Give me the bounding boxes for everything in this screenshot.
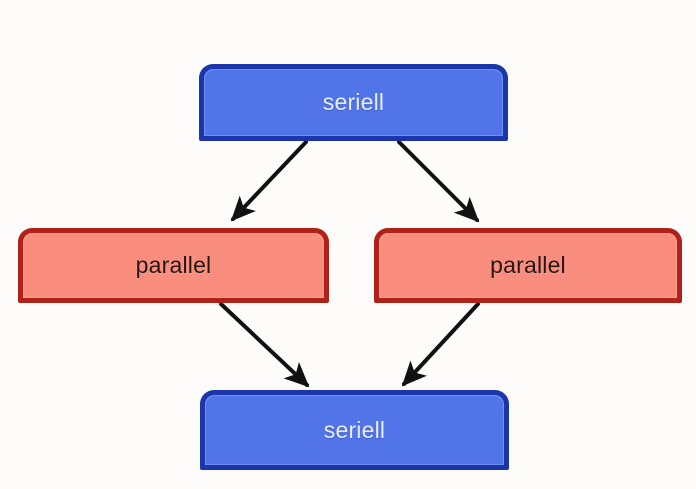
node-serial-bottom[interactable]: seriell [200,390,509,470]
node-serial-top[interactable]: seriell [199,64,508,141]
edge-right-to-bottom [401,302,480,387]
node-parallel-right[interactable]: parallel [374,228,682,303]
node-parallel-left[interactable]: parallel [18,228,329,303]
node-serial-bottom-label: seriell [323,416,386,443]
node-parallel-right-label: parallel [490,252,566,278]
edge-top-to-right [397,140,480,223]
node-parallel-left-label: parallel [135,252,212,278]
edge-top-to-left [230,140,308,222]
edge-left-to-bottom [219,302,310,388]
node-serial-top-label: seriell [322,89,385,115]
